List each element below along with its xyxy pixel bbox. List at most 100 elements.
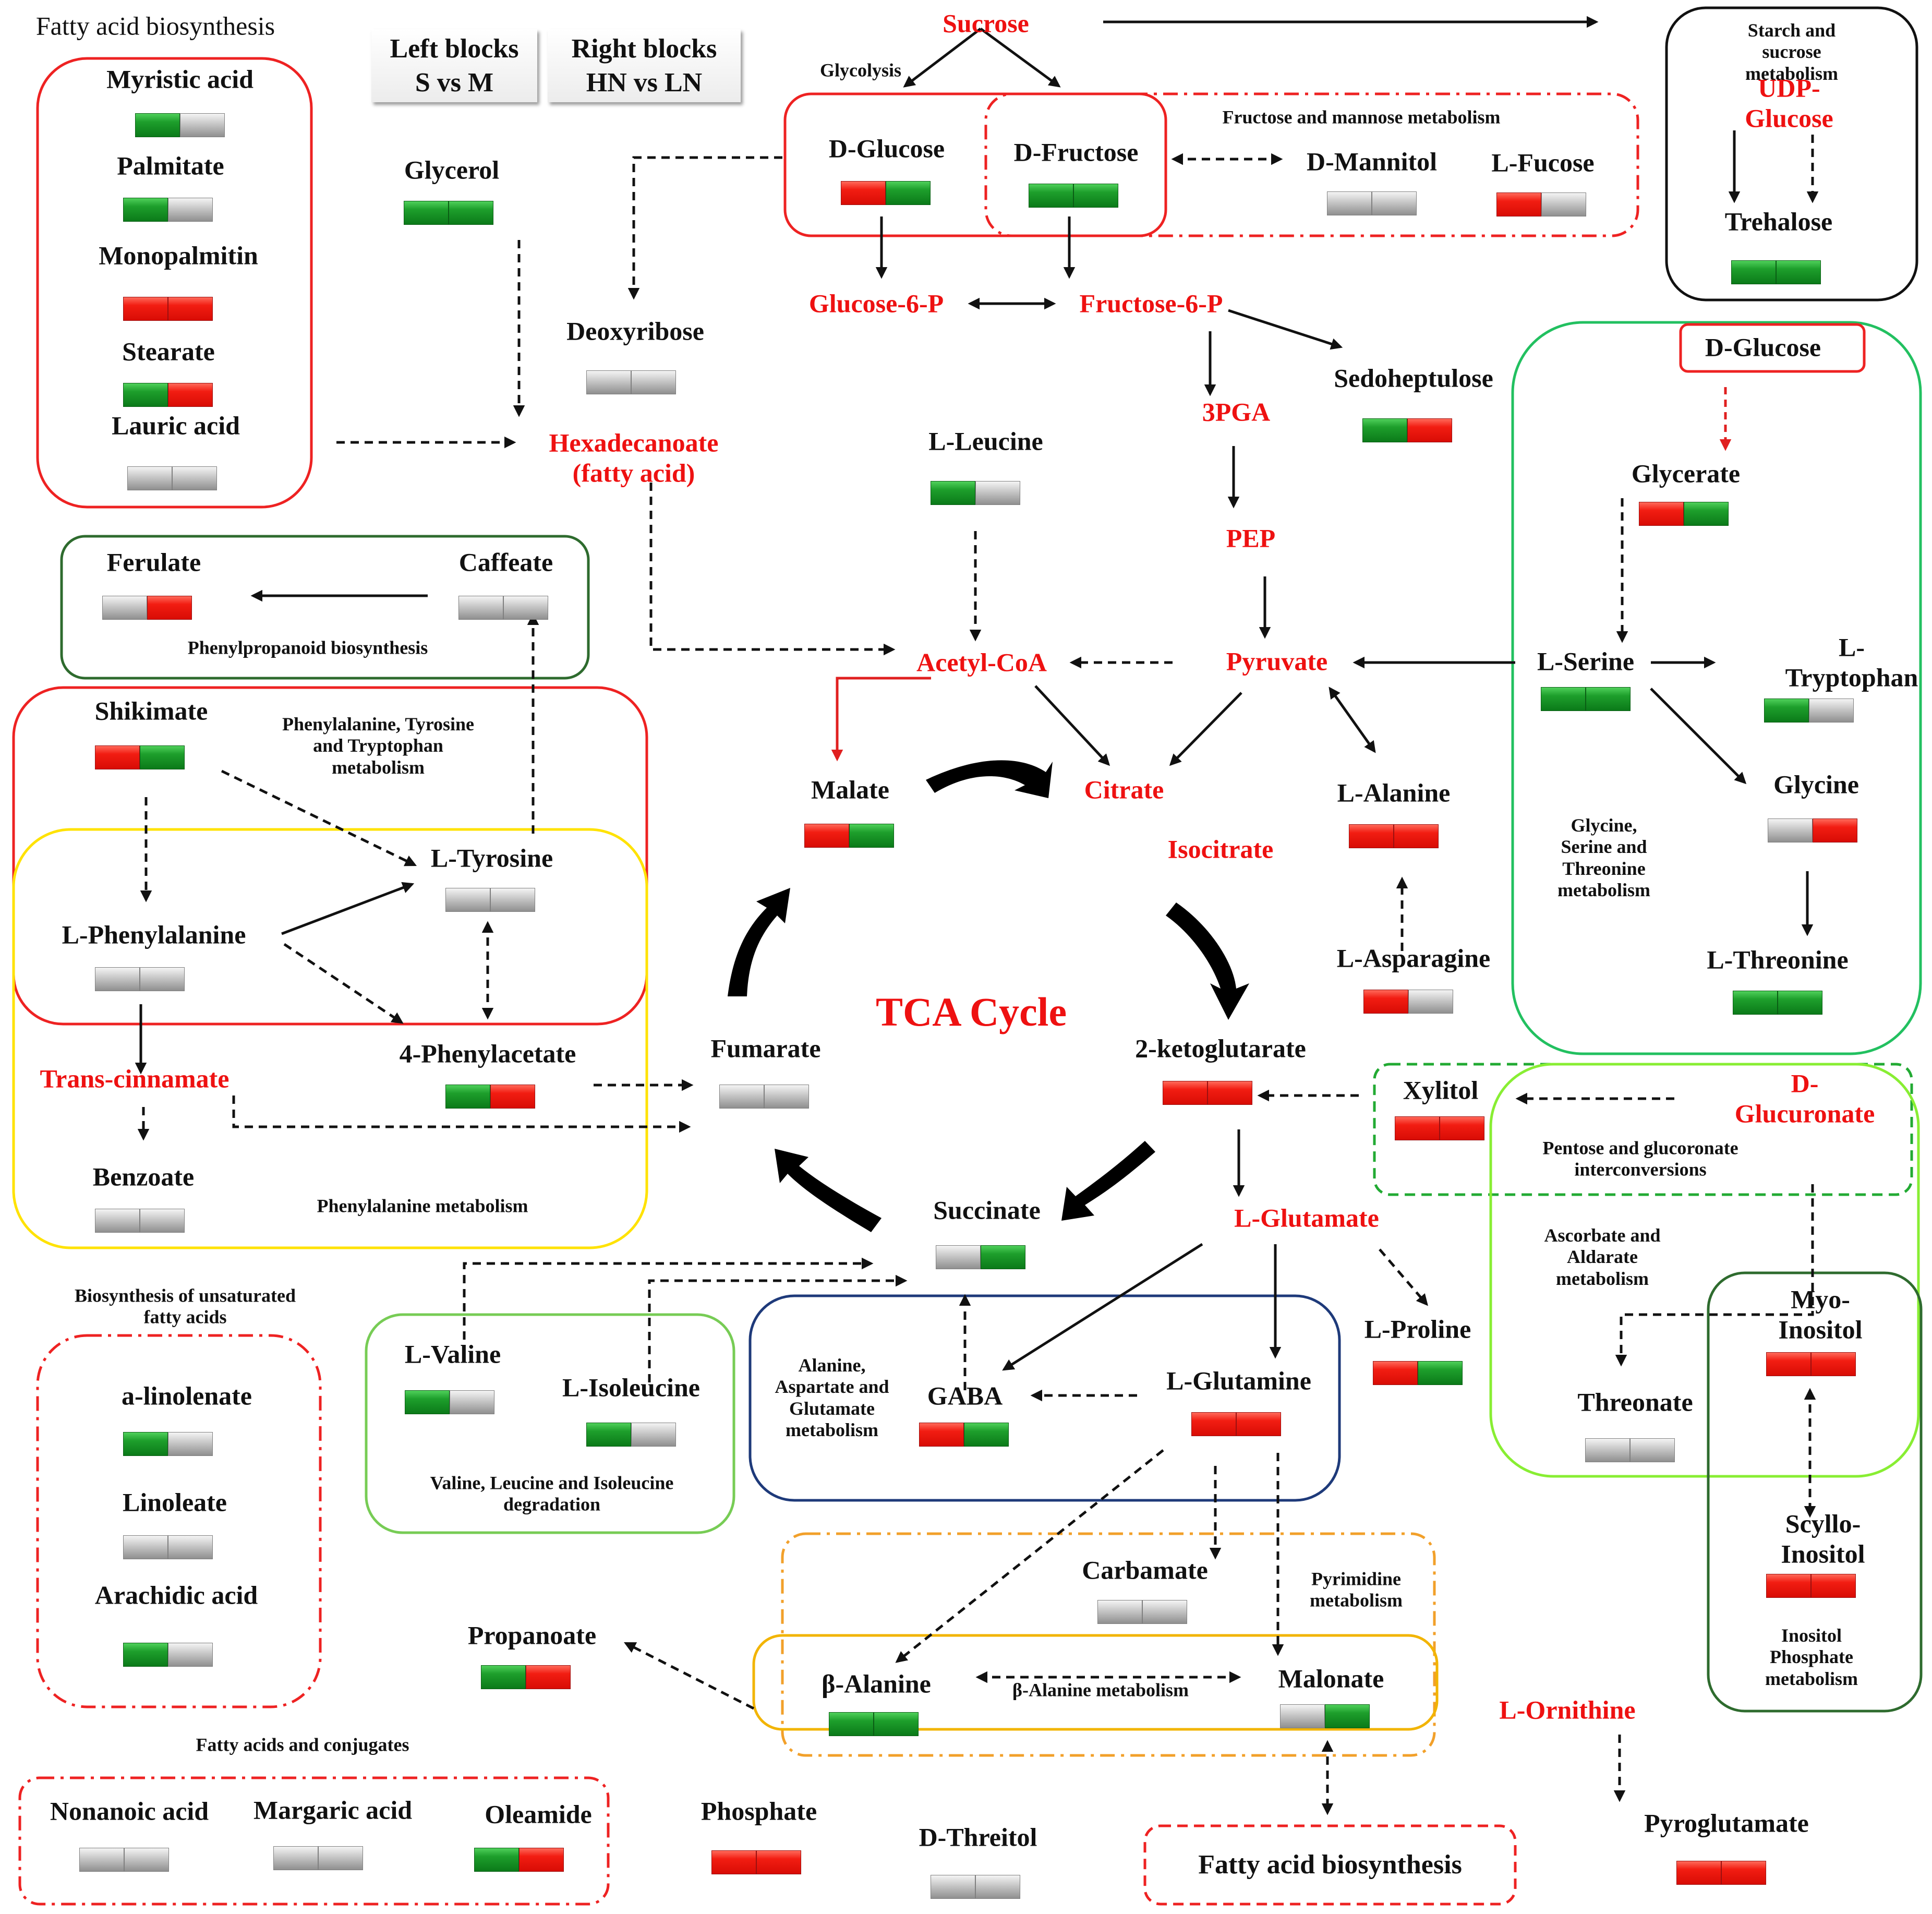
metabolite-transcinnamate: Trans-cinnamate — [40, 1064, 230, 1093]
metabolite-trehalose: Trehalose — [1724, 207, 1833, 236]
change-block-stearate — [123, 383, 213, 407]
box-ascorbate — [1489, 1063, 1920, 1478]
right-cell-hn-vs-ln — [490, 1085, 535, 1109]
metabolite-pyruvate: Pyruvate — [1226, 646, 1328, 676]
metabolite-stearate: Stearate — [122, 336, 215, 366]
metabolite-myristic: Myristic acid — [106, 64, 253, 94]
metabolite-udpglucose: UDP-Glucose — [1745, 73, 1833, 133]
box-dglucose-small — [1679, 323, 1866, 373]
right-cell-hn-vs-ln — [490, 888, 535, 912]
metabolite-valine: L-Valine — [404, 1339, 501, 1369]
pathway-fructose-mannose: Fructose and mannose metabolism — [1222, 106, 1501, 128]
pathway-title-fatty-acid: Fatty acid biosynthesis — [35, 11, 275, 41]
change-block-glutamine — [1191, 1412, 1281, 1436]
change-block-asparagine — [1363, 990, 1453, 1014]
change-block-succinate — [936, 1245, 1025, 1269]
change-block-threonine — [1733, 991, 1822, 1015]
metabolite-monopalmitin: Monopalmitin — [99, 240, 258, 270]
right-cell-hn-vs-ln — [1073, 184, 1118, 208]
change-block-arachidic — [123, 1643, 213, 1667]
right-cell-hn-vs-ln — [1372, 191, 1417, 215]
change-block-fumarate — [719, 1085, 809, 1109]
right-cell-hn-vs-ln — [764, 1085, 809, 1109]
left-cell-s-vs-m — [102, 596, 147, 620]
metabolite-dglucose: D-Glucose — [828, 134, 945, 163]
metabolite-pep: PEP — [1226, 523, 1276, 553]
change-block-pyroglutamate — [1676, 1861, 1766, 1885]
left-cell-s-vs-m — [931, 1875, 975, 1899]
left-cell-s-vs-m — [123, 198, 168, 222]
left-cell-s-vs-m — [931, 481, 975, 505]
metabolite-isocitrate: Isocitrate — [1167, 834, 1274, 864]
metabolite-hexadecanoate: Hexadecanoate (fatty acid) — [549, 428, 719, 488]
change-block-proline — [1373, 1361, 1463, 1385]
right-cell-hn-vs-ln — [124, 1848, 169, 1872]
right-cell-hn-vs-ln — [168, 383, 213, 407]
right-cell-hn-vs-ln — [756, 1850, 801, 1874]
metabolite-alinolenate: a-linolenate — [122, 1381, 252, 1411]
right-cell-hn-vs-ln — [849, 824, 894, 848]
right-cell-hn-vs-ln — [1208, 1081, 1252, 1105]
right-cell-hn-vs-ln — [526, 1665, 571, 1689]
left-cell-s-vs-m — [1280, 1704, 1325, 1728]
left-cell-s-vs-m — [123, 1535, 168, 1559]
right-cell-hn-vs-ln — [975, 1875, 1020, 1899]
metabolite-oleamide: Oleamide — [485, 1799, 592, 1829]
box-phe-tyr-trp — [12, 686, 648, 1026]
pathway-val-leu-ile: Valine, Leucine and Isoleucine degradati… — [430, 1472, 674, 1515]
box-val-leu-ile — [365, 1313, 735, 1534]
metabolite-pga: 3PGA — [1202, 397, 1271, 427]
change-block-serine — [1541, 687, 1631, 711]
metabolite-myoinositol: Myo-Inositol — [1778, 1284, 1863, 1344]
right-cell-hn-vs-ln — [1325, 1704, 1370, 1728]
change-block-malate — [804, 824, 894, 848]
metabolite-threonine: L-Threonine — [1707, 945, 1849, 974]
pathway-unsaturated: Biosynthesis of unsaturated fatty acids — [74, 1285, 296, 1328]
pathway-phe-tyr-trp: Phenylalanine, Tyrosine and Tryptophan m… — [282, 713, 475, 778]
pathway-pyrimidine: Pyrimidine metabolism — [1310, 1568, 1403, 1611]
metabolite-gaba: GABA — [927, 1381, 1003, 1411]
change-block-lauric — [127, 466, 217, 490]
metabolite-proline: L-Proline — [1364, 1314, 1471, 1344]
right-cell-hn-vs-ln — [519, 1848, 564, 1872]
metabolite-dglucuronate: D-Glucuronate — [1734, 1068, 1875, 1128]
metabolite-phenylalanine: L-Phenylalanine — [62, 920, 246, 949]
pathway-glycolysis: Glycolysis — [819, 59, 902, 81]
metabolite-leucine: L-Leucine — [928, 426, 1043, 456]
pathway-ascorbate: Ascorbate and Aldarate metabolism — [1544, 1224, 1661, 1289]
right-cell-hn-vs-ln — [168, 1535, 213, 1559]
left-cell-s-vs-m — [1541, 687, 1586, 711]
change-block-tyrosine — [445, 888, 535, 912]
box-pyrimidine — [781, 1532, 1436, 1757]
metabolite-asparagine: L-Asparagine — [1336, 943, 1491, 973]
metabolite-isoleucine: L-Isoleucine — [562, 1373, 700, 1402]
left-cell-s-vs-m — [445, 1085, 490, 1109]
box-gly-ser-thr — [1511, 321, 1922, 1055]
box-fructose-mannose — [984, 92, 1639, 237]
right-cell-hn-vs-ln — [1440, 1116, 1484, 1140]
metabolite-ferulate: Ferulate — [106, 547, 201, 577]
metabolite-citrate: Citrate — [1084, 775, 1164, 804]
left-cell-s-vs-m — [123, 1643, 168, 1667]
change-block-deoxyribose — [586, 370, 676, 394]
right-cell-hn-vs-ln — [1813, 818, 1857, 842]
box-phenylpropanoid — [60, 535, 590, 680]
left-cell-s-vs-m — [123, 1432, 168, 1456]
change-block-xylitol — [1395, 1116, 1484, 1140]
metabolite-dglucose2: D-Glucose — [1705, 332, 1821, 362]
box-fatty-acid-biosynthesis — [36, 57, 313, 509]
left-cell-s-vs-m — [1764, 699, 1809, 723]
metabolite-xylitol: Xylitol — [1403, 1075, 1479, 1105]
legend-right-text: Right blocks HN vs LN — [571, 34, 717, 98]
metabolite-propanoate: Propanoate — [467, 1620, 597, 1650]
metabolite-glutamine: L-Glutamine — [1166, 1366, 1311, 1395]
right-cell-hn-vs-ln — [140, 967, 185, 991]
right-cell-hn-vs-ln — [981, 1245, 1025, 1269]
right-cell-hn-vs-ln — [1541, 192, 1586, 216]
change-block-carbamate — [1097, 1600, 1187, 1624]
right-cell-hn-vs-ln — [975, 481, 1020, 505]
left-cell-s-vs-m — [445, 888, 490, 912]
right-cell-hn-vs-ln — [1408, 990, 1453, 1014]
change-block-tryptophan — [1764, 699, 1854, 723]
right-cell-hn-vs-ln — [1776, 260, 1821, 284]
